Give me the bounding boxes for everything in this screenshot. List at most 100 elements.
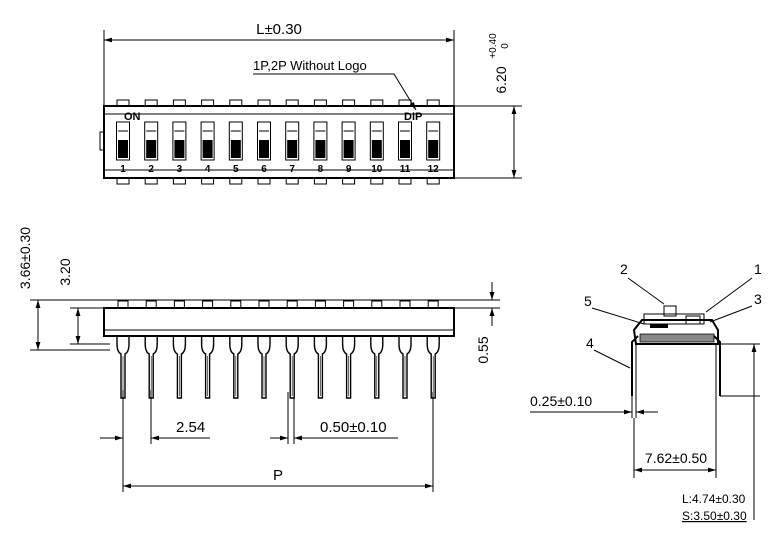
slider-knob: [202, 140, 213, 158]
slider-knob: [174, 140, 185, 158]
slider-window: [257, 121, 271, 161]
bottom-tab: [144, 177, 158, 185]
pin: [200, 336, 215, 399]
top-tab: [398, 99, 412, 107]
switch-number: 11: [400, 164, 411, 175]
section-spring: [685, 315, 701, 325]
overall-height-label: 3.66±0.30: [17, 227, 33, 289]
top-tab: [172, 99, 186, 107]
callout-leader-2: [627, 277, 665, 305]
switch-number: 2: [148, 164, 154, 175]
thickness-label: 0.25±0.10: [530, 393, 592, 409]
switch-number: 10: [371, 164, 383, 175]
width-dimension-label: L±0.30: [256, 21, 302, 38]
slider-knob: [259, 140, 269, 158]
pin: [285, 336, 299, 399]
side-actuator: [230, 300, 242, 309]
section-cover: [643, 313, 705, 325]
top-tab: [201, 99, 215, 107]
pin: [257, 336, 271, 399]
bottom-tab: [229, 177, 243, 185]
callout-3: 3: [754, 291, 762, 307]
section-leads: [631, 335, 721, 396]
callout-4: 4: [586, 335, 594, 351]
bottom-tab: [370, 177, 384, 185]
slider-knob: [343, 140, 354, 158]
callout-2: 2: [620, 261, 628, 277]
top-tab: [313, 99, 327, 107]
side-actuator: [202, 300, 214, 309]
note-leader: [253, 73, 417, 111]
slider-window: [313, 121, 328, 161]
switch-number: 5: [233, 164, 239, 175]
pitch-label: 2.54: [176, 419, 205, 436]
bottom-tab: [172, 177, 186, 185]
slider-window: [398, 121, 412, 161]
side-actuator: [343, 300, 355, 309]
top-tabs: [116, 99, 440, 107]
bottom-tab: [342, 177, 356, 185]
pin: [313, 336, 328, 399]
slider-window: [144, 121, 159, 161]
side-actuators: [117, 300, 439, 309]
bottom-tab: [426, 177, 440, 185]
bottom-tabs: [116, 177, 440, 185]
bottom-tab: [257, 177, 271, 185]
side-body: [103, 307, 455, 337]
callout-leader-1: [705, 277, 753, 313]
side-notch: [99, 131, 105, 151]
dip-label: DIP: [404, 111, 422, 123]
pin: [172, 336, 187, 399]
height-tolerance-upper: +0.40: [488, 33, 499, 59]
slider-knob: [400, 140, 410, 158]
logo-note: 1P,2P Without Logo: [253, 58, 367, 73]
pin: [229, 336, 243, 399]
switch-number: 7: [289, 164, 295, 175]
slider-knob: [371, 140, 382, 158]
bottom-tab: [285, 177, 299, 185]
slider-knob: [287, 140, 298, 158]
side-actuator: [314, 300, 326, 309]
top-tab: [229, 99, 243, 107]
bottom-tab: [116, 177, 130, 185]
switch-number: 12: [428, 164, 440, 175]
callout-leader-4: [593, 349, 631, 369]
pin-row: [116, 336, 440, 399]
slider-knob: [428, 140, 439, 158]
pin: [398, 336, 412, 399]
lead-length-L: L:4.74±0.30: [682, 492, 746, 506]
section-actuator: [663, 305, 677, 317]
height-tolerance-lower: 0: [500, 43, 511, 49]
switch-number: 8: [318, 164, 324, 175]
section-contact: [650, 324, 668, 328]
top-tab: [426, 99, 440, 107]
bottom-tab: [398, 177, 412, 185]
side-actuator: [427, 300, 439, 309]
slider-window: [426, 121, 441, 161]
height-dimension-label: 6.20: [493, 66, 509, 93]
slider-window: [285, 121, 300, 161]
slider-window: [369, 121, 384, 161]
span-label: P: [273, 467, 283, 484]
slider-knob: [146, 140, 157, 158]
pin-width-label: 0.50±0.10: [320, 419, 387, 436]
switch-number: 6: [261, 164, 267, 175]
pin: [341, 336, 356, 399]
side-actuator: [258, 300, 270, 309]
side-actuator: [286, 300, 298, 309]
top-tab: [285, 99, 299, 107]
side-actuator: [145, 300, 157, 309]
side-actuator: [399, 300, 411, 309]
callout-5: 5: [584, 293, 592, 309]
lead-length-S: S:3.50±0.30: [682, 509, 747, 523]
top-tab: [342, 99, 356, 107]
section-view: 2 1 3 5 4 0.25±0.10 7.62±0.50 L:4.74±0.3…: [530, 261, 762, 523]
top-tab: [257, 99, 271, 107]
callout-1: 1: [754, 261, 762, 277]
callout-leader-5: [591, 307, 645, 325]
switch-number: 3: [177, 164, 183, 175]
slider-window: [172, 121, 187, 161]
